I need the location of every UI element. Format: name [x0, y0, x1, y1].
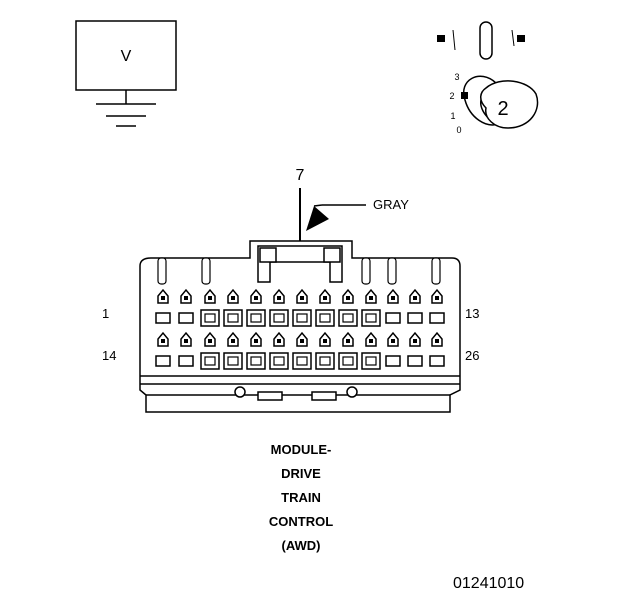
connector-cavity	[246, 288, 266, 327]
connector-cavity	[429, 331, 445, 367]
connector-groove	[157, 257, 167, 285]
connector-cavity	[269, 331, 289, 370]
key-position-1: 1	[450, 111, 455, 121]
connector-cavity	[315, 288, 335, 327]
connector-cavity	[223, 331, 243, 370]
voltmeter-symbol: V	[121, 48, 132, 65]
connector-cavity	[155, 288, 171, 324]
pin-label-1: 1	[102, 306, 109, 321]
ignition-switch: 3 2 1 0 2	[437, 21, 539, 135]
connector-cavity	[200, 288, 220, 327]
component-name: MODULE- DRIVE TRAIN CONTROL (AWD)	[269, 442, 333, 553]
component-name-line-4: CONTROL	[269, 514, 333, 529]
voltmeter: V	[75, 20, 177, 127]
wire-color-callout: GRAY	[306, 197, 409, 231]
connector-groove	[201, 257, 211, 285]
connector-cavity	[385, 331, 401, 367]
ground-icon	[96, 103, 156, 127]
connector-cavity	[361, 331, 381, 370]
connector-body	[139, 240, 461, 413]
voltmeter-box	[75, 20, 177, 91]
connector-cavity	[315, 331, 335, 370]
pin-callout-number: 7	[296, 167, 305, 184]
connector-cavity	[155, 331, 171, 367]
selected-position-label: 2	[497, 98, 508, 120]
connector-cavity	[292, 331, 312, 370]
key-position-3: 3	[454, 72, 459, 82]
pin-label-13: 13	[465, 306, 479, 321]
key-head-icon	[480, 80, 539, 129]
key-right-marker	[517, 35, 525, 42]
connector-cavity	[338, 331, 358, 370]
wire-color-label: GRAY	[373, 197, 409, 212]
figure-id: 01241010	[453, 575, 524, 592]
connector-cavity	[407, 331, 423, 367]
connector-cavity	[429, 288, 445, 324]
connector-cavity	[385, 288, 401, 324]
connector-cavity	[338, 288, 358, 327]
connector-cavity	[269, 288, 289, 327]
wire-leader-arrow-icon	[306, 206, 329, 231]
component-name-line-5: (AWD)	[282, 538, 321, 553]
connector-groove	[387, 257, 397, 285]
connector-cavity	[178, 288, 194, 324]
key-position-0: 0	[456, 125, 461, 135]
pin-label-26: 26	[465, 348, 479, 363]
pin-label-14: 14	[102, 348, 116, 363]
connector-cavity	[200, 331, 220, 370]
connector-cavity	[246, 331, 266, 370]
key-icon	[479, 21, 493, 60]
selected-position-marker	[461, 92, 468, 99]
component-name-line-3: TRAIN	[281, 490, 321, 505]
component-name-line-1: MODULE-	[271, 442, 332, 457]
key-position-2: 2	[449, 91, 454, 101]
connector-groove	[431, 257, 441, 285]
connector-cavity	[223, 288, 243, 327]
connector-cavity	[292, 288, 312, 327]
key-left-marker	[437, 35, 445, 42]
connector-cavity	[361, 288, 381, 327]
connector-groove	[361, 257, 371, 285]
connector-cavity	[407, 288, 423, 324]
connector-cavity	[178, 331, 194, 367]
component-name-line-2: DRIVE	[281, 466, 321, 481]
